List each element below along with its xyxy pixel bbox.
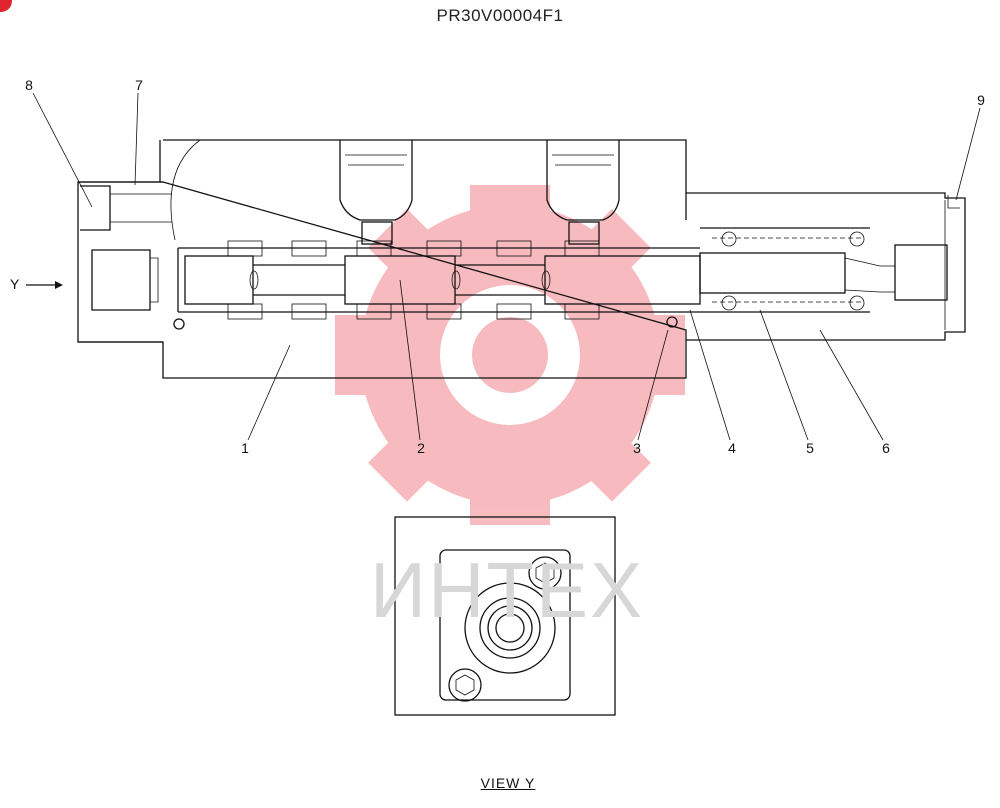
callout-8: 8 [25,77,33,93]
callout-4: 4 [728,440,736,456]
spool [184,240,701,320]
watermark-text: ИНТЕХ [370,546,645,634]
view-y-label: VIEW Y [480,775,536,791]
spring-housing [686,192,966,341]
valve-body [77,139,966,379]
callout-1: 1 [241,440,249,456]
view-y-drawing [394,516,616,716]
leader-lines [32,92,981,441]
top-port-left [339,140,413,245]
top-port-right [546,140,620,245]
callout-5: 5 [806,440,814,456]
callout-7: 7 [135,77,143,93]
watermark-logo [335,185,685,525]
view-arrow-label: Y [10,276,20,292]
callout-2: 2 [417,440,425,456]
callout-9: 9 [977,92,985,108]
callout-6: 6 [882,440,890,456]
callout-3: 3 [633,440,641,456]
drawing-code: PR30V00004F1 [436,6,564,25]
view-arrow [26,281,63,289]
